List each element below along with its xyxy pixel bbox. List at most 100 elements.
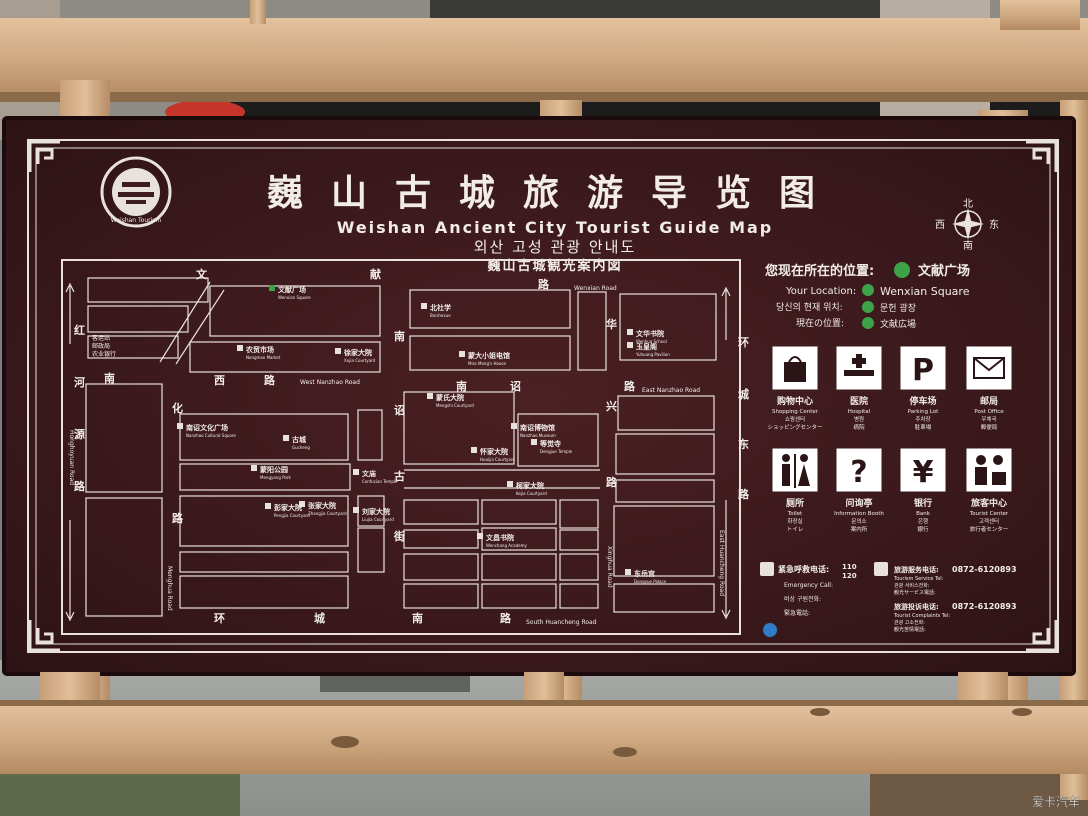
- place-marker: [507, 481, 513, 487]
- facility-ko: 우체국: [981, 415, 996, 423]
- compass-north: 北: [963, 198, 973, 210]
- place-marker: [477, 533, 483, 539]
- facility-ko: 고객센터: [979, 517, 999, 525]
- road-label: 路: [264, 373, 276, 387]
- compass-east: 东: [989, 218, 999, 231]
- facility-zh: 问询亭: [845, 497, 872, 509]
- place-marker: [269, 285, 275, 291]
- place-label-en: Liujia Courtyard: [362, 517, 394, 522]
- location-en-place: Wenxian Square: [880, 285, 970, 298]
- place-label-en: Wenxian Square: [278, 295, 311, 300]
- facility-glyph: ¥: [913, 455, 934, 490]
- facility-en: Post Office: [974, 409, 1004, 415]
- place-label: 东岳宫: [634, 569, 655, 578]
- location-ja-label: 現在の位置:: [796, 317, 844, 329]
- emblem-text: Weishan Tourism: [111, 217, 162, 224]
- map-legend-item: 农业银行: [92, 350, 116, 358]
- facility-ko: 주차장: [915, 415, 930, 423]
- road-label: 路: [606, 475, 618, 489]
- lens-flare-dot: [763, 623, 777, 637]
- location-ko-label: 당신의 현재 위치:: [776, 301, 843, 313]
- lower-rail: [0, 672, 1088, 774]
- place-label-en: Beishexue: [430, 313, 451, 318]
- road-label: 西: [214, 374, 225, 387]
- place-label: 南诏博物馆: [520, 423, 555, 432]
- location-smile-icon-2: [862, 284, 874, 296]
- parking-icon: [899, 345, 947, 391]
- map-block: [87, 335, 179, 359]
- road-label: 南: [412, 611, 423, 625]
- yen-icon: [899, 447, 947, 493]
- facility-en: Hospital: [848, 409, 871, 415]
- facility-ja: 病院: [853, 423, 865, 431]
- diagonal-road-2: [175, 289, 225, 365]
- map-legend-item: 邮政局: [92, 342, 110, 350]
- place-marker: [283, 435, 289, 441]
- road-label: 诏: [510, 379, 521, 393]
- map-block: [613, 505, 715, 577]
- road-label: 兴: [606, 399, 617, 413]
- place-label-en: Pengjia Courtyard: [274, 513, 310, 518]
- road-label: 街: [393, 529, 405, 543]
- facility-en: Toilet: [787, 511, 803, 517]
- place-label: 张家大院: [308, 501, 336, 510]
- place-marker: [251, 465, 257, 471]
- place-label: 徐家大院: [343, 348, 372, 357]
- map-block: [409, 335, 571, 371]
- road-label: 东: [738, 437, 749, 451]
- map-block: [85, 497, 163, 617]
- map-block: [189, 341, 381, 373]
- road-label: Xinghua Road: [606, 546, 613, 588]
- contact-block: 紧急呼救电话: 110 120 Emergency Call: 비상 구원전화:…: [760, 562, 1017, 637]
- map-block: [403, 583, 479, 609]
- road-label: Menghua Road: [166, 566, 173, 611]
- location-smile-icon: [894, 262, 910, 278]
- west-arrow-2: [65, 520, 75, 622]
- phone-icon: [760, 562, 774, 576]
- place-marker: [237, 345, 243, 351]
- complaint-zh: 旅游投诉电话:: [893, 602, 939, 611]
- place-marker: [265, 503, 271, 509]
- location-zh-label: 您现在所在的位置:: [765, 263, 874, 279]
- location-smile-icon-3: [862, 301, 874, 313]
- map-block: [179, 551, 349, 573]
- location-en-label: Your Location:: [785, 286, 856, 297]
- compass: 北 南 东 西: [935, 198, 999, 252]
- title-block: 巍山古城旅游导览图 Weishan Ancient City Tourist G…: [267, 172, 815, 274]
- road-label: 源: [74, 427, 85, 441]
- facility-zh: 银行: [914, 497, 932, 509]
- location-smile-icon-4: [862, 317, 874, 329]
- facility-en: Bank: [916, 511, 931, 517]
- place-label-en: Wenchang Academy: [486, 543, 527, 548]
- map-block: [357, 527, 385, 573]
- corner-ornament: [28, 620, 60, 652]
- place-marker: [335, 348, 341, 354]
- emergency-en: Emergency Call:: [784, 582, 833, 589]
- facility-en: Information Booth: [834, 511, 884, 517]
- map-block: [179, 463, 351, 491]
- road-label: 南: [456, 379, 467, 393]
- location-ja-place: 文献広場: [880, 318, 916, 330]
- facility-zh: 购物中心: [777, 395, 813, 407]
- emergency-ja: 緊急電話:: [784, 609, 810, 617]
- service-ko: 관광 서비스전화:: [894, 582, 930, 589]
- place-label-en: Dongyue Palace: [634, 579, 667, 584]
- place-label-en: Gucheng: [292, 445, 310, 450]
- road-label: 路: [74, 479, 86, 493]
- road-label: 南: [104, 371, 115, 385]
- road-label: 城: [738, 387, 749, 401]
- place-label-en: Mengyang Park: [260, 475, 291, 480]
- tourist-center-icon: [965, 447, 1013, 493]
- place-label: 怀家大院: [479, 447, 508, 456]
- place-marker: [531, 439, 537, 445]
- road-label: East Huancheng Road: [718, 530, 725, 596]
- facility-ja: 駐車場: [915, 423, 932, 431]
- place-label: 农贸市场: [245, 345, 274, 354]
- road-label: 环: [214, 612, 225, 625]
- complaint-ko: 관광 고소전화:: [894, 619, 925, 626]
- watermark: 爱卡汽车: [1032, 794, 1080, 809]
